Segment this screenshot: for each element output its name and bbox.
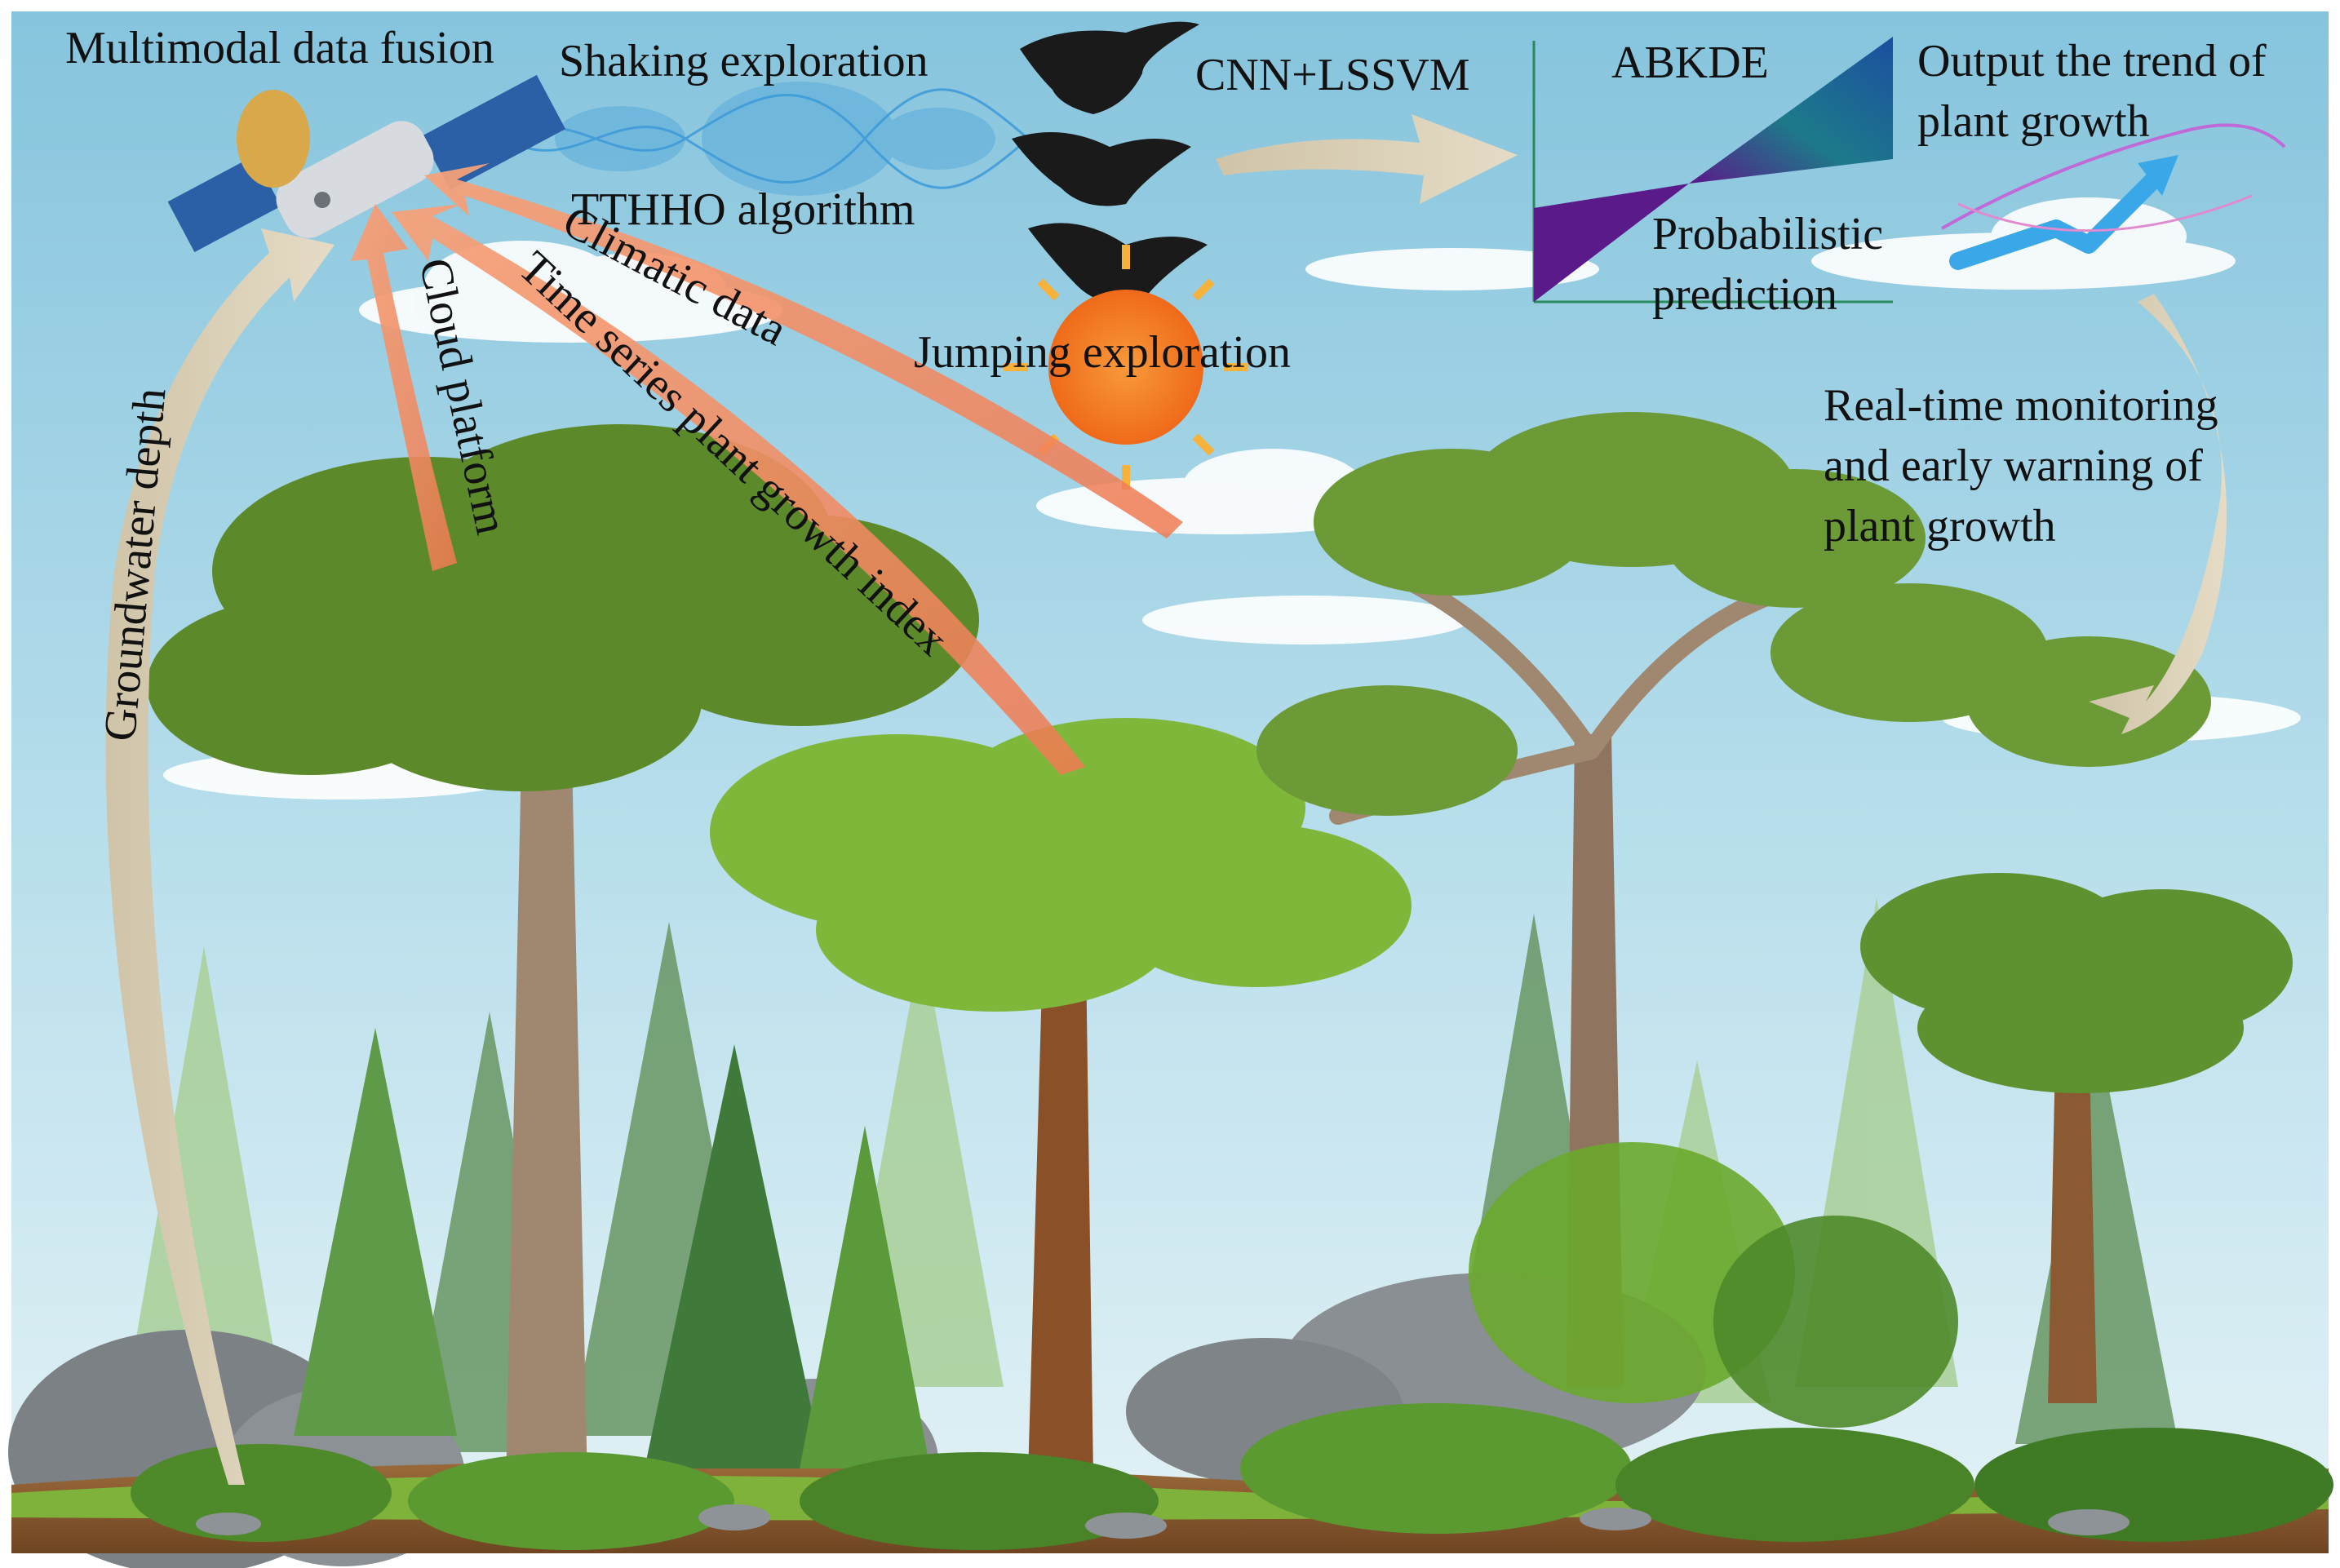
label-output-trend: Output the trend of plant growth — [1917, 36, 2267, 147]
satellite-icon — [167, 74, 566, 253]
tree-canopies — [147, 412, 2293, 1093]
label-jumping-exploration: Jumping exploration — [914, 327, 1291, 378]
label-multimodal-data-fusion: Multimodal data fusion — [65, 23, 494, 73]
abkde-chart — [1532, 37, 1893, 303]
label-cnn-lssvm: CNN+LSSVM — [1195, 50, 1470, 100]
groundwater-depth-arrow — [105, 228, 335, 1485]
time-series-arrow — [392, 204, 1085, 775]
cloud-platform-arrow — [351, 204, 457, 571]
foreground-pines — [294, 1028, 930, 1468]
climatic-data-arrow — [424, 163, 1183, 538]
stones — [196, 1504, 2129, 1539]
bushes — [131, 1142, 2333, 1550]
cnn-lssvm-arrow — [1216, 114, 1518, 204]
label-probabilistic-prediction: Probabilistic prediction — [1652, 209, 1884, 320]
birds-icon — [1012, 21, 1208, 304]
growth-trend-icon — [1941, 123, 2286, 270]
data-arrows — [351, 163, 1183, 775]
label-abkde: ABKDE — [1611, 38, 1769, 88]
label-shaking-exploration: Shaking exploration — [559, 36, 928, 86]
shaking-wave-fill — [555, 82, 995, 196]
realtime-arrow — [2089, 294, 2227, 734]
shaking-wave — [505, 88, 1029, 189]
label-tthho-algorithm: TTHHO algorithm — [571, 184, 915, 235]
sun-icon — [1004, 245, 1248, 489]
label-realtime-monitoring: Real-time monitoring and early warning o… — [1824, 380, 2218, 551]
flow-arrows — [105, 114, 2227, 1485]
